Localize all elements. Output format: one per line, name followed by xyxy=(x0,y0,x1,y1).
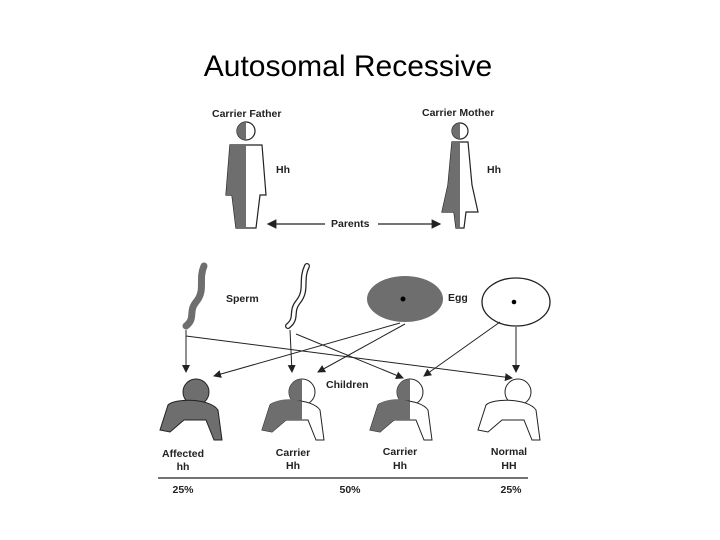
mother-figure xyxy=(441,122,479,229)
child-2-status: Carrier xyxy=(275,447,311,459)
percentage-affected: 25% xyxy=(172,484,194,496)
percentage-carrier: 50% xyxy=(339,484,361,496)
child-carrier-1-figure xyxy=(261,378,325,441)
egg-label: Egg xyxy=(448,292,468,304)
child-3-status: Carrier xyxy=(382,446,418,458)
father-figure xyxy=(225,121,267,229)
sperm-dark-icon xyxy=(182,262,208,330)
slide-title: Autosomal Recessive xyxy=(203,50,493,83)
child-affected-figure xyxy=(159,378,223,441)
child-1-genotype: hh xyxy=(176,461,190,473)
sperm-light-icon xyxy=(285,263,310,329)
children-label: Children xyxy=(326,379,369,391)
child-3-genotype: Hh xyxy=(393,460,407,472)
father-genotype: Hh xyxy=(276,164,290,176)
child-1-status: Affected xyxy=(161,448,205,460)
sperm-label: Sperm xyxy=(226,293,259,305)
child-4-status: Normal xyxy=(490,446,528,458)
child-4-genotype: HH xyxy=(501,460,517,472)
child-normal-figure xyxy=(477,378,541,441)
child-carrier-2-figure xyxy=(369,378,433,441)
egg-light-icon xyxy=(481,277,551,327)
child-2-genotype: Hh xyxy=(286,460,300,472)
mother-label: Carrier Mother xyxy=(422,107,495,119)
percentage-normal: 25% xyxy=(500,484,522,496)
father-label: Carrier Father xyxy=(212,108,282,120)
gamete-arrows xyxy=(182,321,520,382)
parents-label: Parents xyxy=(331,218,370,230)
egg-dark-icon xyxy=(367,276,443,322)
mother-genotype: Hh xyxy=(487,164,501,176)
